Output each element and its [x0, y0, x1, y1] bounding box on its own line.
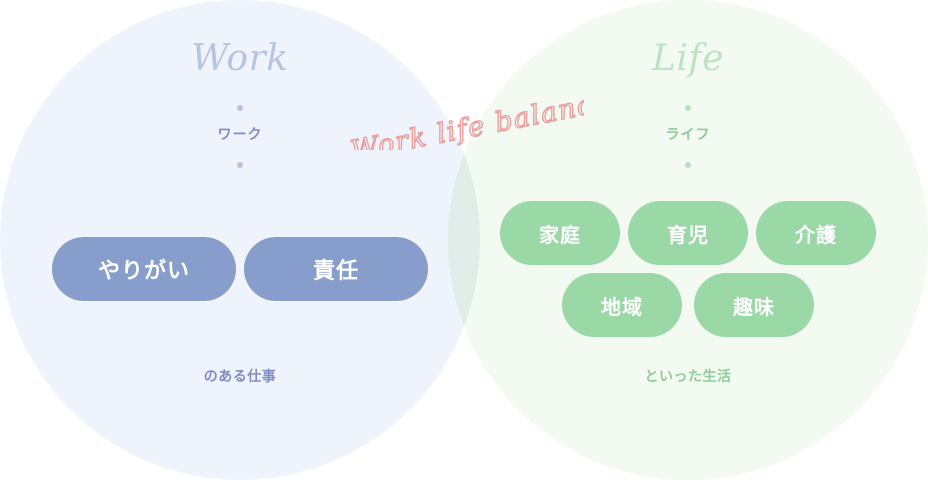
work-pill-sekinin: 責任: [244, 237, 428, 301]
life-title: Life: [651, 38, 725, 79]
life-caption: といった生活: [644, 369, 732, 385]
life-pill-ikuji: 育児: [628, 201, 748, 265]
work-dot-bottom: [237, 162, 243, 168]
work-kana: ワーク: [217, 127, 263, 143]
life-dot-top: [685, 105, 691, 111]
work-title: Work: [191, 38, 289, 79]
work-dot-top: [237, 105, 243, 111]
life-dot-bottom: [685, 162, 691, 168]
work-life-balance-text: Work life balance: [348, 94, 584, 150]
work-pill-yarigai: やりがい: [52, 237, 236, 301]
life-kana: ライフ: [665, 127, 711, 143]
life-pill-katei: 家庭: [500, 201, 620, 265]
work-caption: のある仕事: [203, 369, 277, 385]
life-pill-chiiki: 地域: [562, 273, 682, 337]
work-life-balance-label: Work life balance: [348, 94, 584, 150]
life-pill-shumi: 趣味: [694, 273, 814, 337]
life-pill-kaigo: 介護: [756, 201, 876, 265]
